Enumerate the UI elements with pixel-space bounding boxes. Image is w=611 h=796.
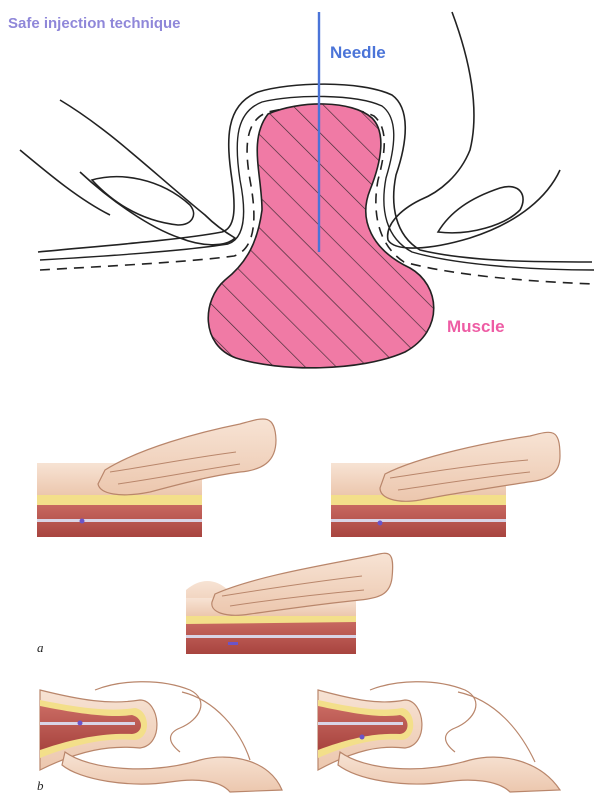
needle-tip-dot-icon bbox=[78, 721, 83, 726]
panel-a-left-illustration bbox=[37, 419, 276, 537]
panel-a-illustrations: a bbox=[37, 419, 560, 655]
panel-b-letter: b bbox=[37, 778, 44, 793]
needle-label: Needle bbox=[330, 43, 386, 62]
needle-tip-dot-icon bbox=[360, 735, 365, 740]
panel-a-letter: a bbox=[37, 640, 44, 655]
hand-flat-icon bbox=[212, 553, 393, 615]
muscle-label: Muscle bbox=[447, 317, 505, 336]
panel-b-left-illustration bbox=[40, 682, 282, 792]
hand-flat-icon bbox=[380, 432, 560, 501]
top-injection-diagram: Safe injection technique Needle Muscle bbox=[8, 12, 595, 368]
needle-tip-dot-icon bbox=[80, 519, 85, 524]
panel-a-center-illustration bbox=[186, 553, 393, 654]
finger-outline-right-icon bbox=[388, 12, 560, 248]
diagram-title: Safe injection technique bbox=[8, 15, 181, 32]
muscle-shape bbox=[208, 104, 434, 368]
panel-b-illustrations: b bbox=[37, 682, 560, 793]
panel-b-right-illustration bbox=[318, 682, 560, 792]
needle-tip-dot-icon bbox=[378, 521, 383, 526]
finger-outline-left-icon bbox=[20, 100, 235, 245]
panel-a-right-illustration bbox=[331, 432, 560, 537]
needle-tip-dot-icon bbox=[228, 642, 238, 645]
